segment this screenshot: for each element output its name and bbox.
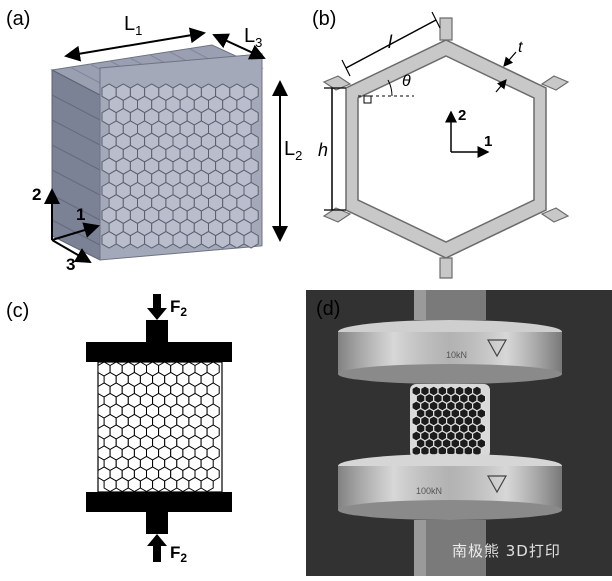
force-bottom-label: F2 [170,543,187,565]
hex-cell [243,231,259,249]
hex-cell [164,476,178,493]
honeycomb-block-illustration: L1 L3 L2 2 1 3 [32,13,302,274]
hex-cell [139,476,154,493]
panel-b: (b) l t θ [306,0,612,280]
hex-cell [188,476,202,493]
panel-a: (a) [0,0,302,280]
hex-cell [152,476,166,493]
dim-l1-label: L1 [124,13,142,38]
dim-l2-label: L2 [284,138,302,163]
panel-c: (c) F2 F2 [0,290,300,576]
unit-cell-diagram: l t θ h 2 1 [318,11,570,279]
axis-2-label: 2 [32,185,41,204]
axis-1-label-b: 1 [484,133,492,150]
axis-2-label-b: 2 [458,107,466,124]
hex-cell [115,476,129,493]
hex-cell [229,231,245,249]
symbol-theta: θ [402,73,411,90]
front-honeycomb-cells [101,83,259,249]
specimen-photo-cells [411,385,487,457]
hex-cell [215,231,231,249]
compression-diagram: F2 F2 [86,294,232,565]
force-top-label: F2 [170,297,187,319]
hex-cell [472,445,482,457]
hex-cell [200,231,217,249]
hex-cell [172,231,188,249]
axis-3-label: 3 [66,255,75,274]
panel-d: 10kN 100kN (d) [306,290,612,576]
panel-d-label: (d) [316,298,341,320]
hex-cell [186,231,202,249]
hex-cell [115,231,131,249]
symbol-h: h [318,140,328,160]
upper-platen-text: 10kN [446,350,467,360]
symbol-t: t [518,39,523,56]
axis-1-label: 1 [76,205,85,224]
hex-cell [127,476,141,493]
watermark: 南极熊 3D打印 [452,542,561,560]
bottom-platen [86,492,232,512]
dim-l3-label: L3 [244,25,262,50]
hex-cell [200,476,214,493]
top-platen [86,342,232,362]
hex-cell [158,231,174,249]
panel-b-label: (b) [312,8,337,30]
hex-cell [176,476,190,493]
hex-cell [129,231,146,249]
panel-c-label: (c) [6,300,30,322]
specimen-honeycomb-cells [97,361,220,493]
test-photo: 10kN 100kN [306,290,612,576]
hex-cell [101,231,117,249]
hex-cell [144,231,160,249]
panel-a-label: (a) [6,8,31,30]
lower-platen-text: 100kN [416,486,442,496]
symbol-l: l [388,32,393,52]
hex-cell [103,476,117,493]
